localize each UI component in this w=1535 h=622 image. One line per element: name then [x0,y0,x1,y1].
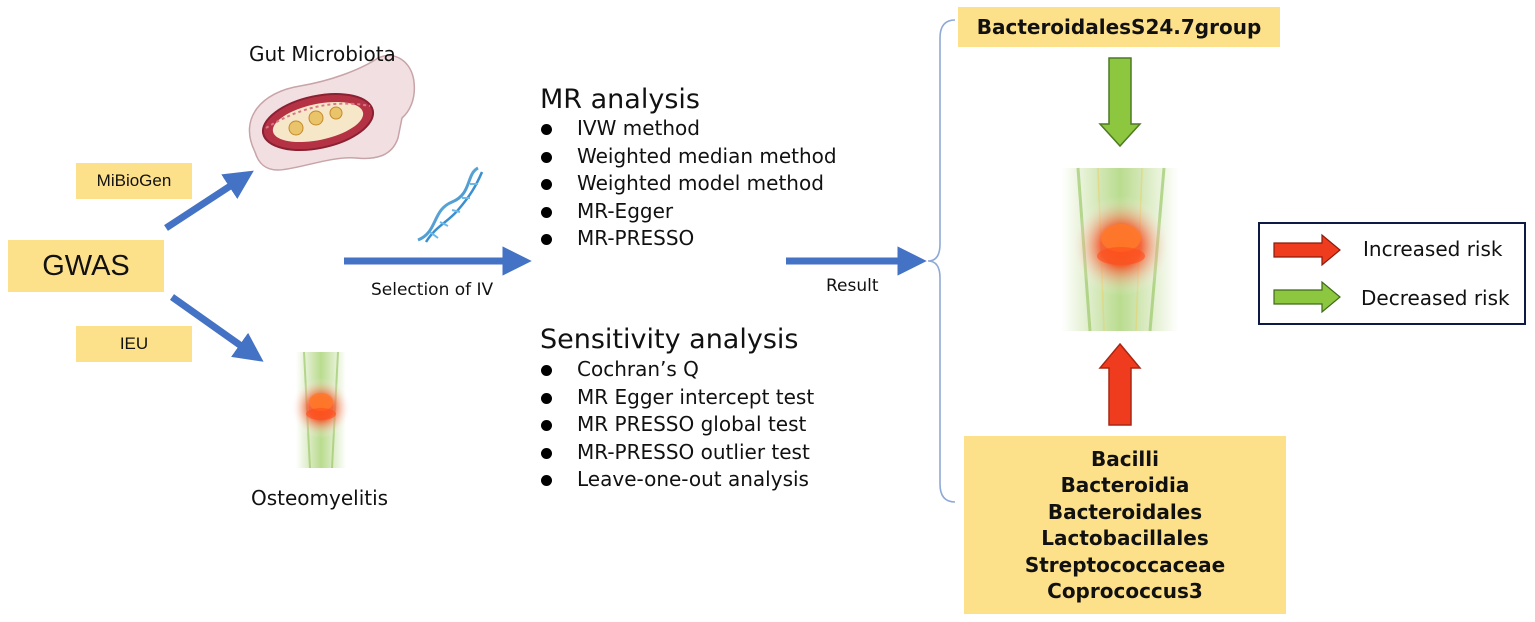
sensitivity-test-item: Cochran’s Q [538,356,814,384]
mr-method-item: MR-Egger [538,198,837,226]
mr-method-item: IVW method [538,115,837,143]
legend-decreased-label: Decreased risk [1361,286,1510,310]
mibiogen-label: MiBioGen [96,171,172,190]
mr-method-item: Weighted median method [538,143,837,171]
risk-taxon-item: Coprococcus3 [1047,579,1203,603]
sensitivity-test-item: MR-PRESSO outlier test [538,439,814,467]
osteomyelitis-label: Osteomyelitis [251,486,389,510]
legend-increased-label: Increased risk [1363,237,1503,261]
sensitivity-test-item: MR PRESSO global test [538,411,814,439]
sensitivity-test-item: MR Egger intercept test [538,384,814,412]
risk-taxa-box: Bacilli Bacteroidia Bacteroidales Lactob… [964,436,1286,614]
sensitivity-test-item: Leave-one-out analysis [538,466,814,494]
risk-taxon-item: Bacilli [1090,446,1160,471]
risk-taxon-item: Streptococcaceae [1024,552,1226,577]
result-bracket [927,19,956,503]
mr-method-item: Weighted model method [538,170,837,198]
risk-taxon-item: Bacteroidia [1060,473,1190,497]
legend-arrows [1273,233,1341,314]
mr-methods-list: IVW method Weighted median method Weight… [538,115,837,253]
mr-method-item: MR-PRESSO [538,225,837,253]
ieu-label: IEU [119,334,149,353]
protective-taxon-box: BacteroidalesS24.7group [958,7,1280,47]
arrow-gwas-to-microbiota [164,170,254,231]
legend-decreased-arrow-icon [1273,280,1341,314]
dna-helix-icon [417,166,484,243]
sensitivity-analysis-title: Sensitivity analysis [540,324,799,355]
gwas-box: GWAS [8,240,164,292]
increased-risk-arrow [1098,342,1142,426]
protective-taxon-label: BacteroidalesS24.7group [976,15,1262,39]
gwas-label: GWAS [42,249,130,282]
selection-of-iv-label: Selection of IV [371,280,494,300]
mibiogen-box: MiBioGen [76,163,192,199]
sensitivity-tests-list: Cochran’s Q MR Egger intercept test MR P… [538,356,814,494]
legend: Increased risk Decreased risk [1258,222,1526,325]
gut-microbiota-label: Gut Microbiota [249,42,396,66]
ieu-box: IEU [76,326,192,362]
decreased-risk-arrow [1098,57,1142,148]
legend-increased-arrow-icon [1273,233,1341,267]
risk-taxon-item: Lactobacillales [1041,526,1209,550]
risk-taxon-item: Bacteroidales [1047,499,1203,524]
knee-illustration-small [291,351,351,469]
result-label: Result [826,276,879,296]
intestine-illustration [248,54,416,171]
mr-analysis-title: MR analysis [540,84,700,115]
knee-illustration-large [1062,167,1178,332]
arrow-gwas-to-osteomyelitis [169,294,264,362]
